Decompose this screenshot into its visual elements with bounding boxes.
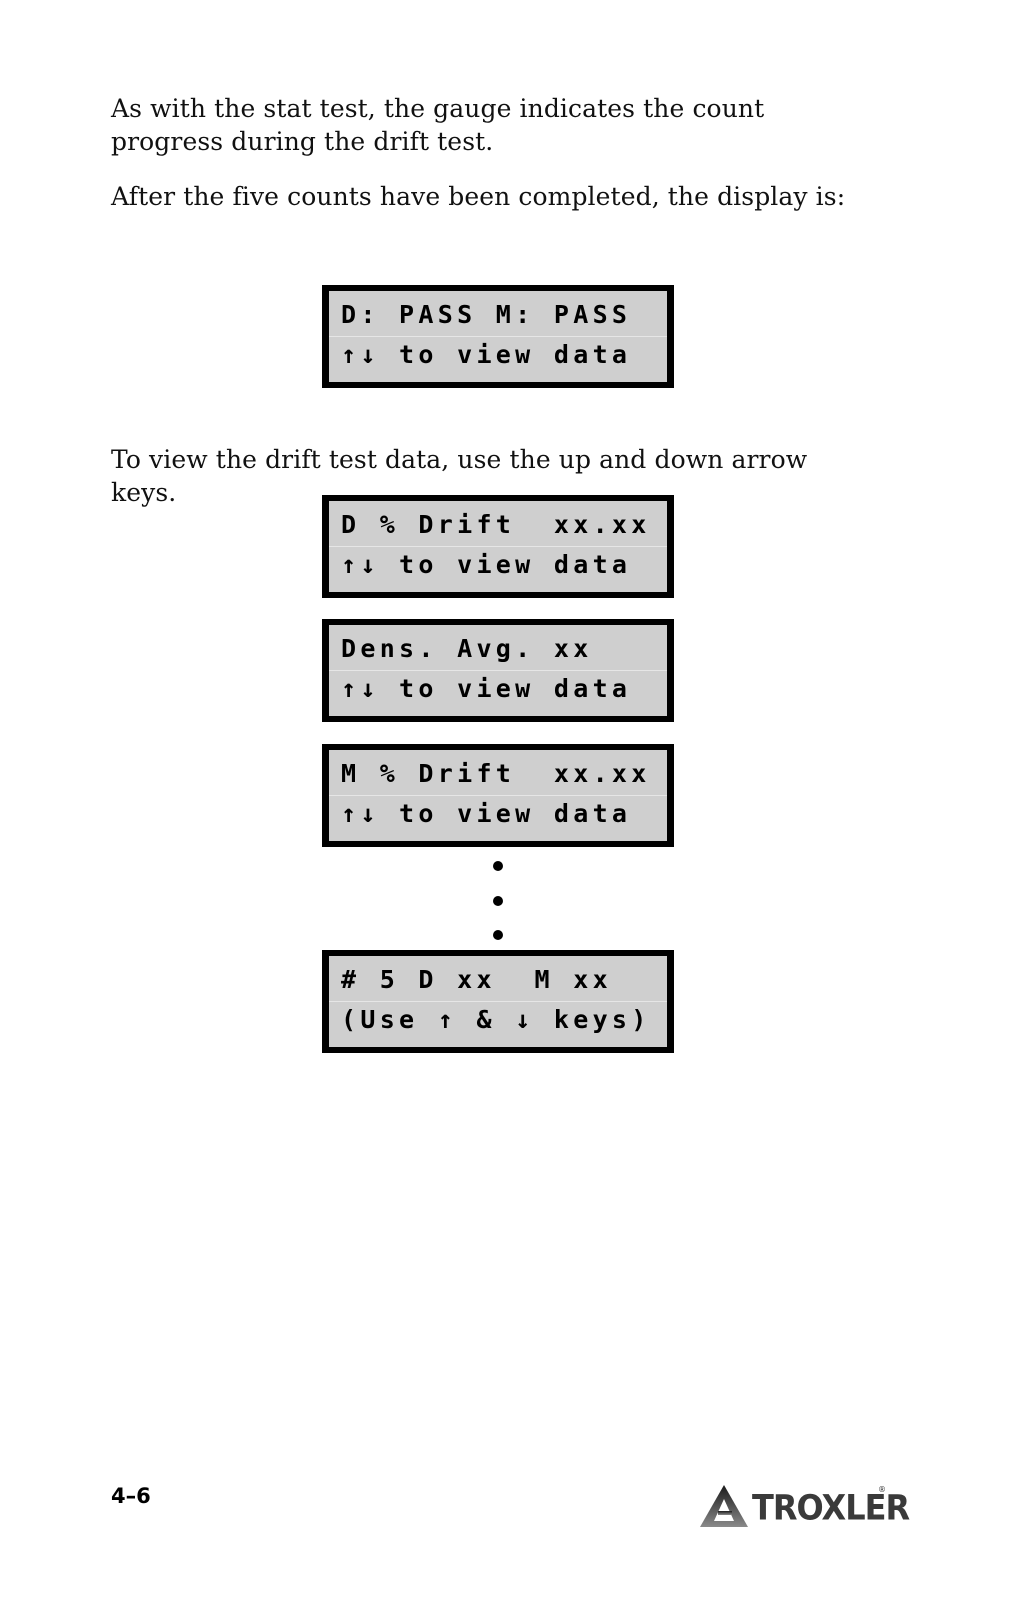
lcd-line-2: (Use ↑ & ↓ keys) bbox=[341, 1005, 651, 1034]
logo-wordmark: TROXLER bbox=[752, 1487, 910, 1529]
lcd-row-divider bbox=[329, 795, 667, 796]
ellipsis-dot bbox=[493, 930, 503, 940]
troxler-logo: TROXLER ® bbox=[700, 1481, 910, 1529]
lcd-row-divider bbox=[329, 546, 667, 547]
ellipsis-dot bbox=[493, 896, 503, 906]
lcd-display-count-5: # 5 D xx M xx (Use ↑ & ↓ keys) bbox=[322, 950, 674, 1053]
lcd-line-1: # 5 D xx M xx bbox=[341, 965, 612, 994]
lcd-line-2: ↑↓ to view data bbox=[341, 340, 632, 369]
lcd-row-divider bbox=[329, 1001, 667, 1002]
page-number: 4–6 bbox=[111, 1484, 151, 1508]
lcd-line-2: ↑↓ to view data bbox=[341, 799, 632, 828]
registered-mark: ® bbox=[878, 1485, 886, 1494]
lcd-display-density-average: Dens. Avg. xx ↑↓ to view data bbox=[322, 619, 674, 722]
lcd-display-moisture-drift: M % Drift xx.xx ↑↓ to view data bbox=[322, 744, 674, 847]
lcd-line-1: M % Drift xx.xx bbox=[341, 759, 651, 788]
intro-paragraph: As with the stat test, the gauge indicat… bbox=[111, 94, 765, 156]
troxler-triangle-logo-icon bbox=[700, 1485, 748, 1527]
ellipsis-dot bbox=[493, 861, 503, 871]
lcd-row-divider bbox=[329, 336, 667, 337]
lcd-line-1: D: PASS M: PASS bbox=[341, 300, 632, 329]
completion-paragraph: After the five counts have been complete… bbox=[111, 182, 846, 211]
lcd-line-1: Dens. Avg. xx bbox=[341, 634, 593, 663]
lcd-line-2: ↑↓ to view data bbox=[341, 674, 632, 703]
lcd-line-2: ↑↓ to view data bbox=[341, 550, 632, 579]
lcd-display-density-drift: D % Drift xx.xx ↑↓ to view data bbox=[322, 495, 674, 598]
instruction-paragraph: To view the drift test data, use the up … bbox=[111, 445, 808, 507]
lcd-line-1: D % Drift xx.xx bbox=[341, 510, 651, 539]
lcd-row-divider bbox=[329, 670, 667, 671]
lcd-display-pass-result: D: PASS M: PASS ↑↓ to view data bbox=[322, 285, 674, 388]
